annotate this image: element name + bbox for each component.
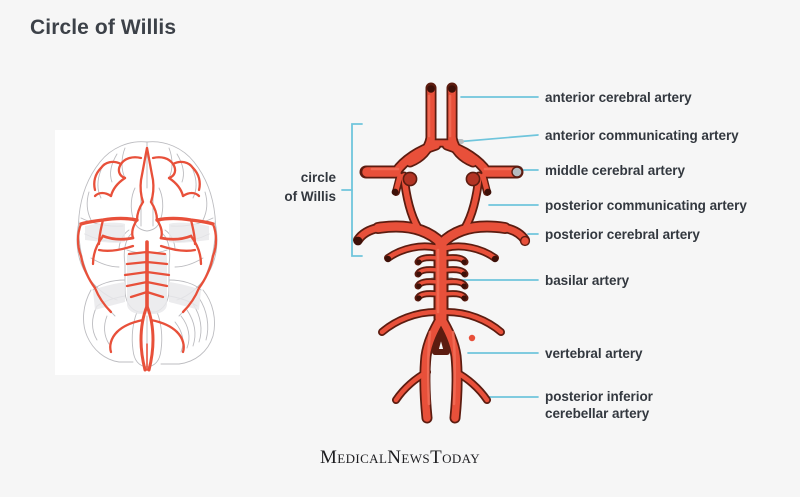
brain-reference-panel <box>55 130 240 375</box>
label-anterior-communicating-artery: anterior communicating artery <box>545 128 739 143</box>
artery-nodes <box>353 85 531 342</box>
bracket-label-circle-of-willis: circle of Willis <box>284 170 336 204</box>
circle-of-willis-bracket <box>341 123 363 257</box>
label-middle-cerebral-artery: middle cerebral artery <box>545 163 685 178</box>
leader-anterior-communicating-artery <box>454 134 539 143</box>
label-posterior-cerebral-artery: posterior cerebral artery <box>545 227 700 242</box>
brain-inferior-view-illustration <box>76 141 218 372</box>
page-title: Circle of Willis <box>30 16 177 39</box>
label-vertebral-artery: vertebral artery <box>545 346 643 361</box>
label-posterior-inferior-cerebellar-artery: posterior inferior cerebellar artery <box>545 389 653 421</box>
label-anterior-cerebral-artery: anterior cerebral artery <box>545 90 692 105</box>
medical-news-today-logo: MedicalNewsToday <box>319 447 481 468</box>
label-basilar-artery: basilar artery <box>545 273 630 288</box>
label-posterior-communicating-artery: posterior communicating artery <box>545 198 747 213</box>
